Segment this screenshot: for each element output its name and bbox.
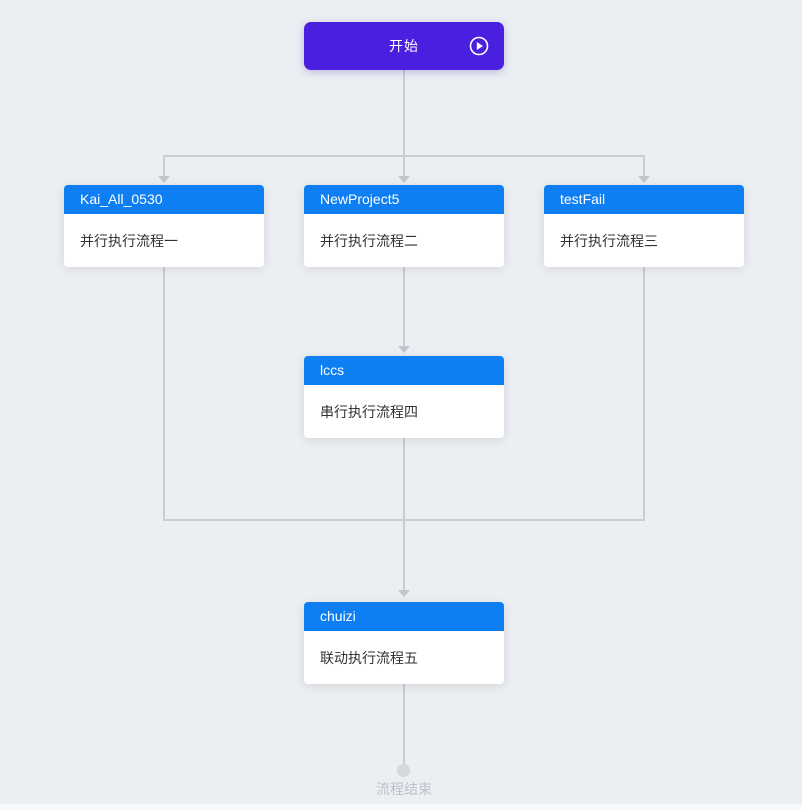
arrowhead-node-5 [398,590,410,597]
flow-node-testfail[interactable]: testFail 并行执行流程三 [544,185,744,267]
end-dot [397,764,410,777]
arrowhead-node-4 [398,346,410,353]
node-subtitle: 联动执行流程五 [304,631,504,684]
flow-node-kai-all-0530[interactable]: Kai_All_0530 并行执行流程一 [64,185,264,267]
node-subtitle: 并行执行流程二 [304,214,504,267]
arrowhead-node-3 [638,176,650,183]
node-title: Kai_All_0530 [64,185,264,214]
edge-node4-down [403,438,405,591]
edge-start-center [403,70,405,177]
flow-node-chuizi[interactable]: chuizi 联动执行流程五 [304,602,504,684]
node-subtitle: 并行执行流程三 [544,214,744,267]
start-button[interactable]: 开始 [304,22,504,70]
arrowhead-node-2 [398,176,410,183]
node-title: testFail [544,185,744,214]
edge-node3-down [643,267,645,521]
node-subtitle: 串行执行流程四 [304,385,504,438]
play-icon [468,35,490,57]
bottom-strip [0,804,802,810]
edge-node2-node4 [403,267,405,347]
node-subtitle: 并行执行流程一 [64,214,264,267]
flow-node-newproject5[interactable]: NewProject5 并行执行流程二 [304,185,504,267]
start-button-label: 开始 [389,38,419,54]
arrowhead-node-1 [158,176,170,183]
flow-node-lccs[interactable]: lccs 串行执行流程四 [304,356,504,438]
edge-node5-end [403,684,405,766]
edge-branch-horizontal [163,155,645,157]
node-title: NewProject5 [304,185,504,214]
node-title: chuizi [304,602,504,631]
edge-branch-left-drop [163,155,165,177]
edge-node1-down [163,267,165,521]
node-title: lccs [304,356,504,385]
edge-branch-right-drop [643,155,645,177]
end-label: 流程结束 [376,781,432,797]
